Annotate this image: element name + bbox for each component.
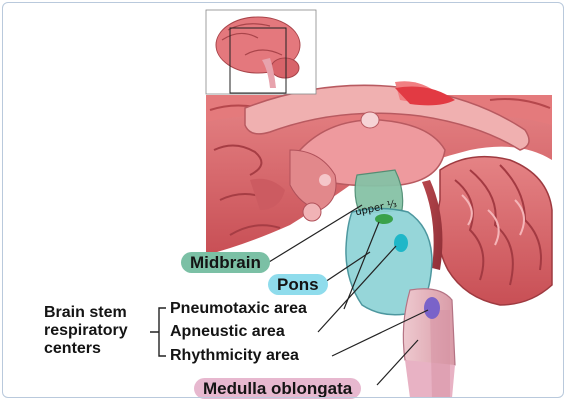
rhythmicity-marker xyxy=(424,297,440,319)
pneumotaxic-label: Pneumotaxic area xyxy=(170,299,307,318)
apneustic-marker xyxy=(394,234,408,252)
inset-brain-thumbnail xyxy=(206,10,316,94)
medulla-label: Medulla oblongata xyxy=(194,378,361,399)
rhythmicity-label: Rhythmicity area xyxy=(170,346,299,365)
pons-label: Pons xyxy=(268,274,328,295)
title-line-1: Brain stem xyxy=(44,304,128,322)
apneustic-label: Apneustic area xyxy=(170,322,285,341)
title-line-2: respiratory xyxy=(44,322,128,340)
midbrain-label: Midbrain xyxy=(181,252,270,273)
bracket xyxy=(150,308,166,356)
title-line-3: centers xyxy=(44,340,128,358)
cerebellum xyxy=(437,157,552,305)
pneumotaxic-marker xyxy=(375,214,393,224)
respiratory-centers-title: Brain stem respiratory centers xyxy=(44,304,128,358)
